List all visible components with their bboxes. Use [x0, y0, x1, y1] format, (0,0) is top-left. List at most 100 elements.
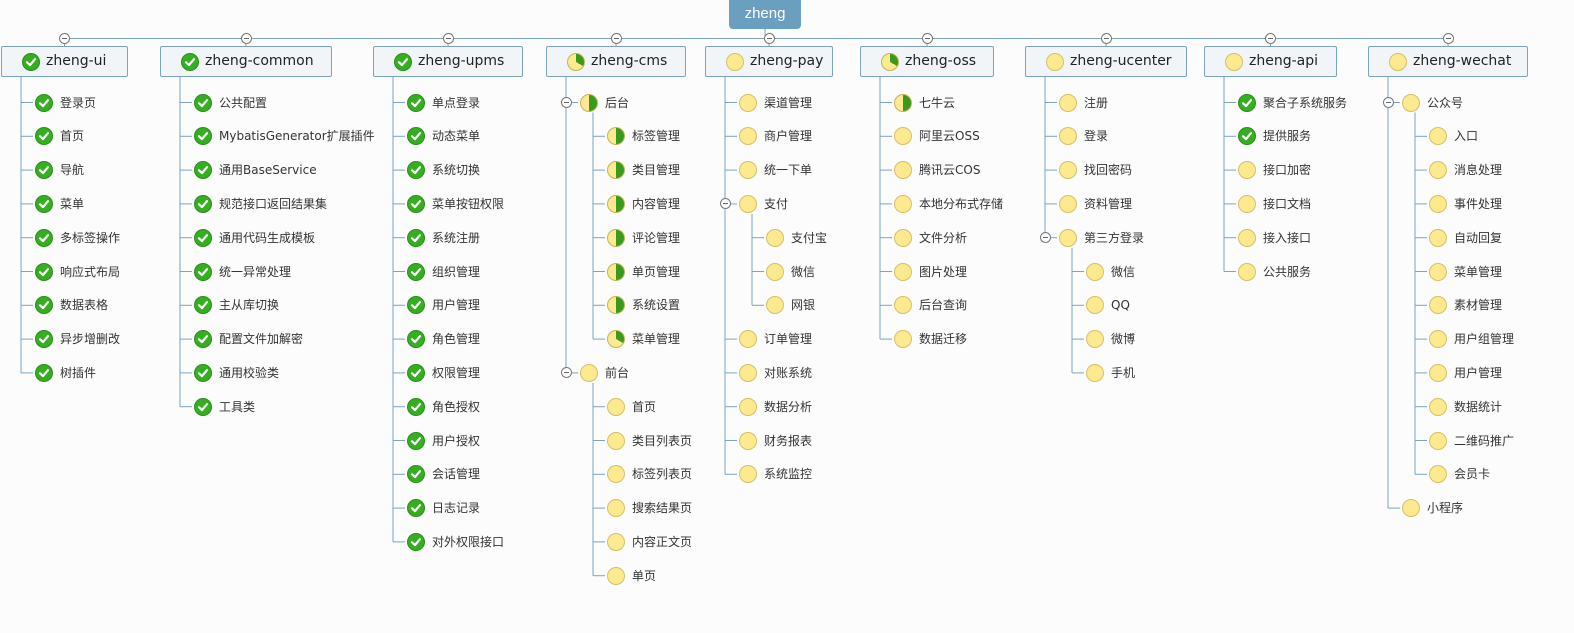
- collapse-toggle-icon[interactable]: [442, 33, 454, 44]
- topic-label: 多标签操作: [60, 230, 121, 245]
- not-started-icon: [739, 161, 757, 180]
- complete-check-icon: [194, 330, 212, 349]
- progress-pie-icon: [607, 330, 625, 349]
- topic-label: 小程序: [1427, 501, 1464, 516]
- collapse-toggle-icon[interactable]: [1265, 33, 1276, 44]
- topic-zheng-api[interactable]: zheng-api: [1204, 46, 1337, 77]
- not-started-icon: [1059, 194, 1077, 213]
- topic-label: 事件处理: [1454, 196, 1503, 211]
- complete-check-icon: [35, 262, 53, 281]
- topic-zheng-pay[interactable]: zheng-pay: [705, 46, 833, 77]
- topic-title: zheng-upms: [418, 53, 505, 69]
- not-started-icon: [894, 262, 912, 281]
- complete-check-icon: [194, 161, 212, 180]
- not-started-icon: [766, 228, 784, 247]
- collapse-toggle-icon[interactable]: [1382, 97, 1394, 108]
- progress-pie-icon: [580, 93, 598, 112]
- topic-label: 首页: [60, 129, 85, 144]
- topic-label: 素材管理: [1454, 298, 1503, 313]
- progress-pie-icon: [567, 53, 585, 71]
- topic-label: 支付: [764, 196, 789, 211]
- complete-check-icon: [194, 363, 212, 382]
- topic-label: 用户管理: [432, 298, 481, 313]
- topic-label: 七牛云: [919, 95, 956, 110]
- topic-title: zheng-common: [205, 53, 314, 69]
- collapse-toggle-icon[interactable]: [719, 198, 731, 210]
- complete-check-icon: [407, 194, 425, 213]
- topic-label: 角色管理: [432, 332, 481, 347]
- complete-check-icon: [407, 532, 425, 551]
- topic-label: 二维码推广: [1454, 433, 1515, 448]
- complete-check-icon: [1238, 127, 1256, 146]
- topic-zheng-cms[interactable]: zheng-cms: [546, 46, 686, 77]
- topic-label: 接口文档: [1263, 196, 1312, 211]
- topic-label: 消息处理: [1454, 163, 1503, 178]
- collapse-toggle-icon[interactable]: [560, 367, 572, 379]
- not-started-icon: [739, 363, 757, 382]
- topic-zheng-ui[interactable]: zheng-ui: [1, 46, 128, 77]
- not-started-icon: [894, 161, 912, 180]
- not-started-icon: [726, 53, 744, 71]
- topic-label: 财务报表: [764, 433, 813, 448]
- topic-zheng-common[interactable]: zheng-common: [160, 46, 332, 77]
- topic-label: 类目列表页: [632, 433, 693, 448]
- not-started-icon: [1086, 330, 1104, 349]
- topic-zheng-wechat[interactable]: zheng-wechat: [1368, 46, 1528, 77]
- topic-label: 系统注册: [432, 230, 481, 245]
- not-started-icon: [1429, 363, 1447, 382]
- topic-title: zheng-api: [1249, 53, 1319, 69]
- topic-label: 权限管理: [432, 365, 481, 380]
- topic-zheng-upms[interactable]: zheng-upms: [373, 46, 523, 77]
- not-started-icon: [1238, 228, 1256, 247]
- complete-check-icon: [407, 93, 425, 112]
- complete-check-icon: [35, 363, 53, 382]
- topic-label: 搜索结果页: [632, 501, 693, 516]
- collapse-toggle-icon[interactable]: [763, 33, 775, 44]
- collapse-toggle-icon[interactable]: [921, 33, 933, 44]
- progress-pie-icon: [607, 262, 625, 281]
- topic-label: 树插件: [60, 365, 97, 380]
- topic-label: 数据迁移: [919, 332, 968, 347]
- complete-check-icon: [407, 499, 425, 518]
- root-node[interactable]: zheng: [729, 0, 801, 29]
- not-started-icon: [1429, 228, 1447, 247]
- topic-zheng-oss[interactable]: zheng-oss: [860, 46, 994, 77]
- not-started-icon: [1059, 161, 1077, 180]
- topic-label: 类目管理: [632, 163, 681, 178]
- topic-label: 前台: [605, 365, 630, 380]
- progress-pie-icon: [607, 194, 625, 213]
- not-started-icon: [739, 465, 757, 484]
- topic-label: 单点登录: [432, 95, 481, 110]
- topic-label: 响应式布局: [60, 264, 121, 279]
- collapse-toggle-icon[interactable]: [1100, 33, 1112, 44]
- topic-label: 腾讯云COS: [919, 163, 981, 178]
- collapse-toggle-icon[interactable]: [1039, 232, 1051, 244]
- collapse-toggle-icon[interactable]: [240, 33, 252, 44]
- not-started-icon: [894, 330, 912, 349]
- complete-check-icon: [407, 397, 425, 416]
- not-started-icon: [1429, 194, 1447, 213]
- topic-label: 会员卡: [1454, 467, 1491, 482]
- topic-label: 数据统计: [1454, 399, 1503, 414]
- topic-zheng-ucenter[interactable]: zheng-ucenter: [1025, 46, 1187, 77]
- topic-label: 统一异常处理: [219, 264, 292, 279]
- topic-label: 异步增删改: [60, 332, 121, 347]
- not-started-icon: [580, 363, 598, 382]
- topic-label: 通用代码生成模板: [219, 230, 316, 245]
- complete-check-icon: [407, 465, 425, 484]
- complete-check-icon: [407, 228, 425, 247]
- topic-label: 主从库切换: [219, 298, 280, 313]
- not-started-icon: [1086, 296, 1104, 315]
- not-started-icon: [607, 397, 625, 416]
- complete-check-icon: [1238, 93, 1256, 112]
- complete-check-icon: [407, 330, 425, 349]
- topic-label: 评论管理: [632, 230, 681, 245]
- collapse-toggle-icon[interactable]: [610, 33, 622, 44]
- collapse-toggle-icon[interactable]: [59, 33, 70, 44]
- not-started-icon: [739, 93, 757, 112]
- collapse-toggle-icon[interactable]: [560, 97, 572, 108]
- topic-label: 渠道管理: [764, 95, 813, 110]
- complete-check-icon: [407, 262, 425, 281]
- collapse-toggle-icon[interactable]: [1442, 33, 1454, 44]
- topic-label: 公共配置: [219, 95, 268, 110]
